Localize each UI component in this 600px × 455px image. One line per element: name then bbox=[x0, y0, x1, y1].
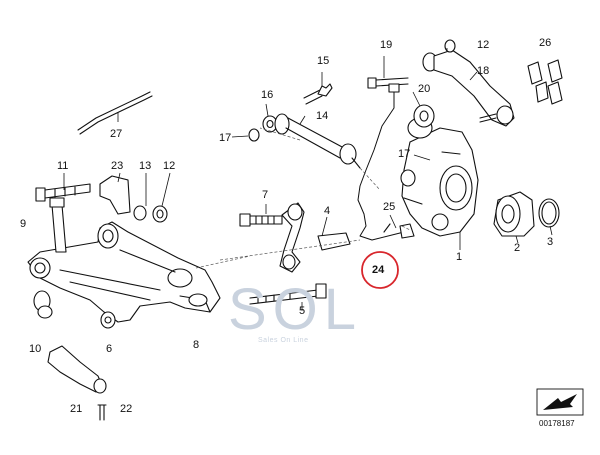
callout-7: 7 bbox=[262, 189, 269, 201]
strut-4 bbox=[279, 202, 351, 273]
callout-4: 4 bbox=[324, 205, 331, 217]
arrow-icon bbox=[536, 388, 584, 416]
bolt-15 bbox=[303, 83, 333, 105]
rod-27 bbox=[77, 91, 153, 135]
callout-19: 19 bbox=[380, 39, 393, 51]
callout-5: 5 bbox=[299, 305, 306, 317]
bolt-22 bbox=[97, 404, 107, 421]
callout-15: 15 bbox=[317, 55, 330, 67]
bolt-5 bbox=[249, 283, 327, 305]
callout-26: 26 bbox=[539, 37, 552, 49]
control-arm-14 bbox=[274, 113, 361, 169]
callout-27: 27 bbox=[110, 128, 123, 140]
washer-13 bbox=[133, 205, 147, 221]
leader-lines bbox=[195, 127, 411, 269]
callout-8: 8 bbox=[193, 339, 200, 351]
callout-13: 13 bbox=[139, 160, 152, 172]
callout-9: 9 bbox=[20, 218, 27, 230]
bushing-6 bbox=[100, 311, 116, 329]
callout-leaders bbox=[63, 48, 553, 311]
sensor-wire-24 bbox=[357, 89, 405, 241]
callout-12-left: 12 bbox=[163, 160, 176, 172]
subframe-8 bbox=[27, 221, 221, 323]
circlip-3 bbox=[538, 198, 560, 228]
callout-20: 20 bbox=[418, 83, 431, 95]
bolt-11 bbox=[35, 183, 91, 202]
callout-6: 6 bbox=[106, 343, 113, 355]
callout-11: 11 bbox=[57, 160, 69, 172]
bolt-9 bbox=[49, 197, 67, 253]
callout-25: 25 bbox=[383, 201, 396, 213]
watermark-logo: SOL bbox=[228, 277, 363, 342]
callout-17-left: 17 bbox=[219, 132, 232, 144]
highlight-circle bbox=[361, 251, 399, 289]
callout-1: 1 bbox=[456, 251, 463, 263]
bracket-23 bbox=[99, 175, 131, 215]
callout-23: 23 bbox=[111, 160, 124, 172]
clips-26 bbox=[527, 59, 563, 105]
callout-17-right: 17 bbox=[398, 148, 411, 160]
watermark-subtitle: Sales On Line bbox=[258, 337, 309, 344]
bolt-7 bbox=[239, 213, 283, 227]
wheel-bearing-2 bbox=[493, 191, 535, 237]
nut-17 bbox=[248, 128, 260, 142]
callout-3: 3 bbox=[547, 236, 554, 248]
callout-21: 21 bbox=[70, 403, 83, 415]
callout-14: 14 bbox=[316, 110, 329, 122]
bushing-20 bbox=[413, 104, 435, 128]
callout-24: 24 bbox=[372, 264, 385, 276]
diagram-id: 00178187 bbox=[539, 419, 575, 428]
callout-10: 10 bbox=[29, 343, 42, 355]
callout-16: 16 bbox=[261, 89, 274, 101]
control-arm-18 bbox=[422, 39, 515, 127]
callout-12: 12 bbox=[477, 39, 490, 51]
callout-22: 22 bbox=[120, 403, 133, 415]
callout-2: 2 bbox=[514, 242, 521, 254]
wheel-carrier-1 bbox=[400, 117, 479, 237]
nut-12 bbox=[152, 205, 168, 223]
callout-18: 18 bbox=[477, 65, 490, 77]
bolt-19 bbox=[367, 77, 409, 89]
